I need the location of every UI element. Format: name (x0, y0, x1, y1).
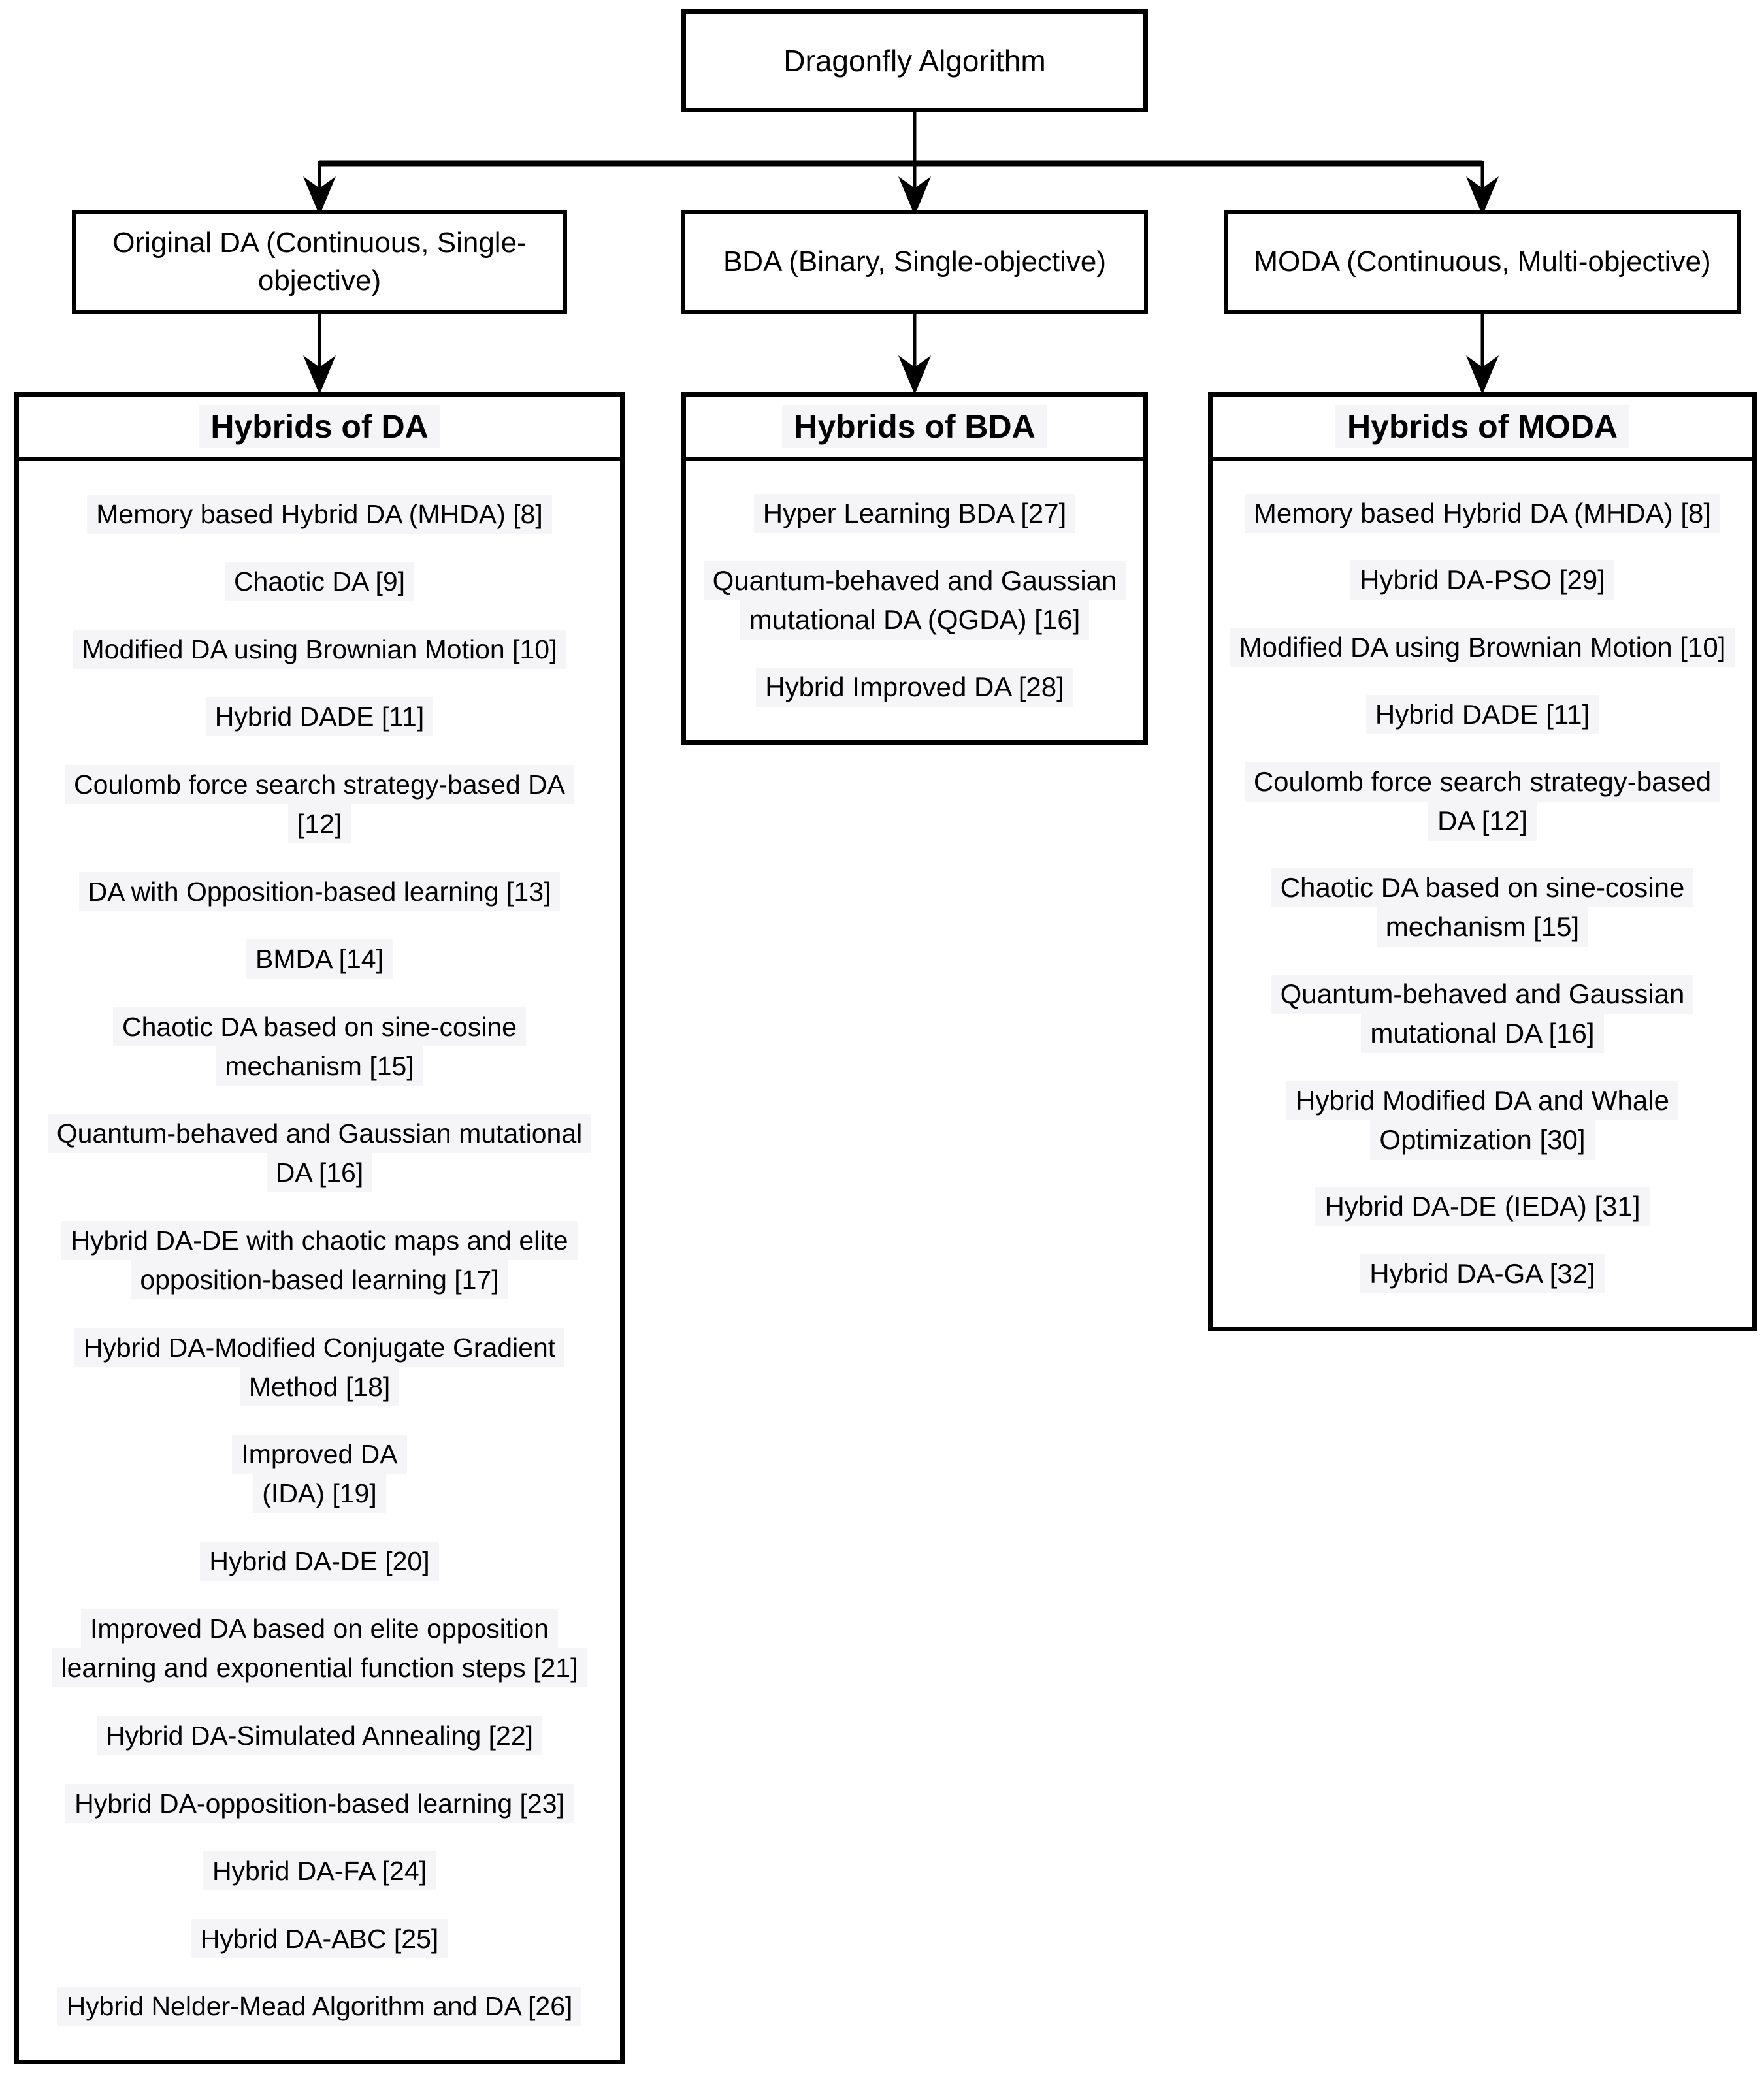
list-body: Hyper Learning BDA [27] Quantum-behaved … (686, 461, 1143, 740)
arrowhead-down-icon (898, 176, 931, 216)
list-item: Modified DA using Brownian Motion [10] (1213, 628, 1752, 668)
list-item: DA with Opposition-based learning [13] (19, 871, 620, 911)
list-item: Memory based Hybrid DA (MHDA) [8] (19, 494, 620, 534)
arrowhead-down-icon (898, 355, 931, 395)
list-body: Memory based Hybrid DA (MHDA) [8] Chaoti… (19, 461, 620, 2060)
hybrids-of-da-box: Hybrids of DA Memory based Hybrid DA (MH… (14, 392, 625, 2064)
list-item: Hybrid DA-DE with chaotic maps and elite… (19, 1220, 620, 1299)
list-item: Memory based Hybrid DA (MHDA) [8] (1213, 493, 1752, 533)
list-item: Hyper Learning BDA [27] (686, 494, 1143, 533)
arrowhead-down-icon (303, 176, 336, 216)
list-item: BMDA [14] (19, 939, 620, 979)
branch-node-label: Original DA (Continuous, Single- objecti… (112, 227, 527, 297)
list-item: Hybrid Nelder-Mead Algorithm and DA [26] (19, 1987, 620, 2026)
list-item: Hybrid DADE [11] (1213, 694, 1752, 734)
list-item: Chaotic DA [9] (19, 562, 620, 602)
branch-node-bda: BDA (Binary, Single-objective) (681, 210, 1148, 314)
list-item: Hybrid DADE [11] (19, 697, 620, 737)
list-item: Hybrid DA-ABC [25] (19, 1919, 620, 1958)
list-item: Hybrid DA-PSO [29] (1213, 560, 1752, 600)
list-item: Hybrid Improved DA [28] (686, 668, 1143, 707)
list-item: Hybrid DA-opposition-based learning [23] (19, 1783, 620, 1823)
list-item: Improved DA(IDA) [19] (19, 1435, 620, 1514)
arrowhead-down-icon (1466, 355, 1499, 395)
root-node-label: Dragonfly Algorithm (783, 44, 1046, 78)
root-node-dragonfly-algorithm: Dragonfly Algorithm (681, 9, 1148, 112)
hybrids-of-moda-box: Hybrids of MODA Memory based Hybrid DA (… (1208, 392, 1757, 1331)
list-title: Hybrids of MODA (1335, 405, 1629, 448)
list-body: Memory based Hybrid DA (MHDA) [8] Hybrid… (1213, 461, 1752, 1327)
arrowhead-down-icon (1466, 176, 1499, 216)
list-item: Modified DA using Brownian Motion [10] (19, 629, 620, 669)
list-item: Hybrid DA-DE (IEDA) [31] (1213, 1187, 1752, 1227)
branch-node-original-da: Original DA (Continuous, Single- objecti… (72, 210, 567, 314)
list-item: Hybrid DA-Simulated Annealing [22] (19, 1715, 620, 1755)
branch-node-label: MODA (Continuous, Multi-objective) (1254, 246, 1711, 278)
hybrids-of-bda-box: Hybrids of BDA Hyper Learning BDA [27] Q… (681, 392, 1148, 745)
list-title: Hybrids of BDA (782, 405, 1047, 448)
list-item: Coulomb force search strategy-based DA[1… (19, 764, 620, 843)
list-item: Hybrid DA-GA [32] (1213, 1254, 1752, 1294)
arrowhead-down-icon (303, 355, 336, 395)
branch-node-label: BDA (Binary, Single-objective) (723, 246, 1107, 278)
branch-node-moda: MODA (Continuous, Multi-objective) (1224, 210, 1741, 314)
list-header: Hybrids of DA (19, 397, 620, 461)
list-header: Hybrids of MODA (1213, 397, 1752, 461)
list-item: Hybrid DA-FA [24] (19, 1851, 620, 1891)
list-item: Hybrid DA-DE [20] (19, 1541, 620, 1581)
list-header: Hybrids of BDA (686, 397, 1143, 461)
list-title: Hybrids of DA (199, 405, 440, 448)
